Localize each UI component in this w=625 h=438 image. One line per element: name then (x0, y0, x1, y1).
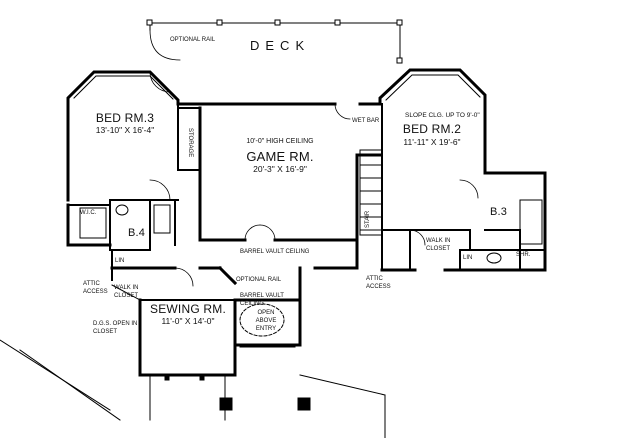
lin-right-label: LIN (463, 255, 473, 261)
game-name: GAME RM. (246, 149, 314, 164)
bed3-dim: 13'-10" X 16'-4" (95, 125, 155, 135)
game-walls (198, 106, 382, 242)
b4-label: B.4 (128, 227, 146, 239)
optional-rail-mid-label: OPTIONAL RAIL (236, 277, 282, 283)
deck-label: DECK (250, 38, 311, 53)
attic-right-label: ATTIC ACCESS (366, 276, 391, 290)
storage-label: STORAGE (187, 128, 193, 158)
shr-label: SHR. (516, 252, 531, 258)
bed3-name: BED RM.3 (95, 111, 155, 125)
bed2-dim: 11'-11" X 19'-6" (403, 137, 461, 147)
bed3-walls (66, 70, 180, 247)
sewing-walls (110, 238, 359, 377)
game-dim: 20'-3" X 16'-9" (253, 164, 307, 174)
optional-rail-label: OPTIONAL RAIL (170, 37, 216, 43)
b3-label: B.3 (490, 206, 508, 218)
walk-in-left-label: WALK IN CLOSET (114, 285, 139, 299)
game-ceiling: 10'-0" HIGH CEILING (246, 138, 314, 145)
wet-bar-label: WET BAR (352, 118, 379, 125)
stair-label: STAIR (365, 210, 371, 228)
bed2-name: BED RM.2 (402, 122, 462, 136)
wet-bar-text: WET BAR (352, 118, 380, 124)
lin-left-label: LIN (115, 258, 125, 264)
deck-rail (146, 19, 403, 64)
attic-left-label: ATTIC ACCESS (83, 281, 108, 295)
sewing-dim: 11'-0" X 14'-0" (161, 316, 215, 326)
wic-label: W.I.C. (80, 210, 97, 216)
walk-in-right-label: WALK IN CLOSET (426, 238, 451, 252)
open-above-label: OPEN ABOVE ENTRY (255, 310, 277, 332)
barrel-vault-top-label: BARREL VAULT CEILING (240, 249, 310, 255)
dgs-open-label: D.G.S. OPEN IN CLOSET (93, 321, 138, 335)
barrel-vault-mid-label: BARREL VAULT CEILING (240, 293, 284, 307)
sewing-name: SEWING RM. (150, 302, 226, 316)
bed2-note: SLOPE CLG. UP TO 9'-0" (405, 112, 480, 119)
stairs (359, 149, 383, 236)
